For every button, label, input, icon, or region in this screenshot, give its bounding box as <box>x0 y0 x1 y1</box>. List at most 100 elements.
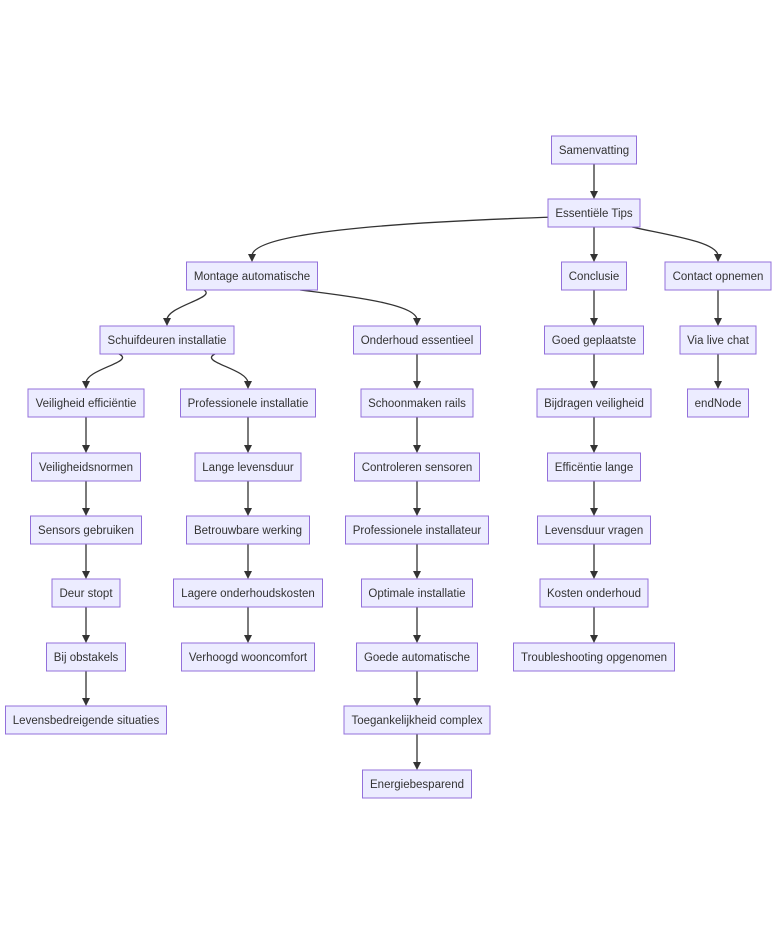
arrowhead-toegankelijkheid <box>413 698 421 706</box>
arrowhead-kosten <box>590 571 598 579</box>
arrowhead-levensbedreigende <box>82 698 90 706</box>
arrowhead-verhoogd <box>244 635 252 643</box>
arrowhead-schuifdeuren <box>163 318 171 326</box>
arrowhead-controleren <box>413 445 421 453</box>
node-box <box>664 261 772 291</box>
node-box <box>186 261 318 291</box>
node-label: Optimale installatie <box>368 588 465 600</box>
arrowhead-levensduur <box>590 508 598 516</box>
node-box <box>181 642 315 672</box>
node-box <box>31 452 141 482</box>
edge-montage-to-onderhoud <box>299 289 418 321</box>
node-box <box>354 452 480 482</box>
node-box <box>513 642 675 672</box>
node-goed: Goed geplaatste <box>544 325 644 355</box>
node-box <box>173 578 323 608</box>
node-label: Troubleshooting opgenomen <box>521 652 667 664</box>
node-box <box>99 325 235 355</box>
node-box <box>186 515 310 545</box>
arrowhead-sensors <box>82 508 90 516</box>
node-label: Samenvatting <box>559 145 629 157</box>
node-energie: Energiebesparend <box>362 769 472 799</box>
node-obstakels: Bij obstakels <box>46 642 126 672</box>
node-box <box>180 388 316 418</box>
node-label: Toegankelijkheid complex <box>351 715 482 727</box>
arrowhead-normen <box>82 445 90 453</box>
node-label: Kosten onderhoud <box>547 588 641 600</box>
node-box <box>345 515 489 545</box>
node-label: Controleren sensoren <box>362 462 473 474</box>
node-label: Lange levensduur <box>202 462 294 474</box>
node-box <box>353 325 481 355</box>
node-contact: Contact opnemen <box>664 261 772 291</box>
arrowhead-profinstallateur <box>413 508 421 516</box>
node-label: Bijdragen veiligheid <box>544 398 644 410</box>
node-box <box>5 705 167 735</box>
node-box <box>536 388 652 418</box>
arrowhead-obstakels <box>82 635 90 643</box>
arrowhead-profinst <box>244 381 252 389</box>
node-box <box>361 578 473 608</box>
arrowhead-veiligheid <box>82 381 90 389</box>
node-box <box>687 388 749 418</box>
node-veiligheid: Veiligheid efficiëntie <box>27 388 145 418</box>
node-betrouwbare: Betrouwbare werking <box>186 515 310 545</box>
arrowhead-optimale <box>413 571 421 579</box>
node-label: Levensbedreigende situaties <box>13 715 160 727</box>
arrowhead-conclusie <box>590 254 598 262</box>
node-lange: Lange levensduur <box>194 452 302 482</box>
arrowhead-endnode <box>714 381 722 389</box>
node-label: Schuifdeuren installatie <box>108 335 227 347</box>
node-bijdragen: Bijdragen veiligheid <box>536 388 652 418</box>
node-label: Goede automatische <box>364 652 470 664</box>
edge-schuifdeuren-to-veiligheid <box>85 353 123 384</box>
node-conclusie: Conclusie <box>561 261 627 291</box>
arrowhead-troubleshooting <box>590 635 598 643</box>
node-verhoogd: Verhoogd wooncomfort <box>181 642 315 672</box>
node-toegankelijkheid: Toegankelijkheid complex <box>343 705 491 735</box>
edge-essentiele-to-montage <box>251 216 557 257</box>
node-label: Deur stopt <box>59 588 113 600</box>
edge-essentiele-to-contact <box>631 226 719 257</box>
node-label: Verhoogd wooncomfort <box>189 652 308 664</box>
node-label: Onderhoud essentieel <box>361 335 474 347</box>
node-label: Veiligheidsnormen <box>39 462 133 474</box>
node-samenvatting: Samenvatting <box>551 135 637 165</box>
node-label: Sensors gebruiken <box>38 525 134 537</box>
node-levensduur: Levensduur vragen <box>537 515 651 545</box>
node-label: Efficëntie lange <box>555 462 633 474</box>
node-deur: Deur stopt <box>51 578 121 608</box>
node-label: Montage automatische <box>194 271 310 283</box>
arrowhead-energie <box>413 762 421 770</box>
node-label: Veiligheid efficiëntie <box>36 398 137 410</box>
node-lagere: Lagere onderhoudskosten <box>173 578 323 608</box>
node-onderhoud: Onderhoud essentieel <box>353 325 481 355</box>
node-box <box>679 325 757 355</box>
node-box <box>343 705 491 735</box>
node-chat: Via live chat <box>679 325 757 355</box>
node-label: Betrouwbare werking <box>194 525 302 537</box>
arrowhead-bijdragen <box>590 381 598 389</box>
node-endnode: endNode <box>687 388 749 418</box>
node-box <box>30 515 142 545</box>
node-profinst: Professionele installatie <box>180 388 316 418</box>
node-profinstallateur: Professionele installateur <box>345 515 489 545</box>
node-box <box>46 642 126 672</box>
arrowhead-deur <box>82 571 90 579</box>
node-label: Professionele installatie <box>188 398 309 410</box>
node-box <box>547 452 641 482</box>
arrowhead-montage <box>248 254 256 262</box>
node-label: Schoonmaken rails <box>368 398 466 410</box>
node-box <box>561 261 627 291</box>
node-levensbedreigende: Levensbedreigende situaties <box>5 705 167 735</box>
arrowhead-goed <box>590 318 598 326</box>
arrowhead-chat <box>714 318 722 326</box>
node-kosten: Kosten onderhoud <box>539 578 649 608</box>
node-box <box>51 578 121 608</box>
arrowhead-contact <box>714 254 722 262</box>
node-troubleshooting: Troubleshooting opgenomen <box>513 642 675 672</box>
node-box <box>547 198 641 228</box>
node-optimale: Optimale installatie <box>361 578 473 608</box>
